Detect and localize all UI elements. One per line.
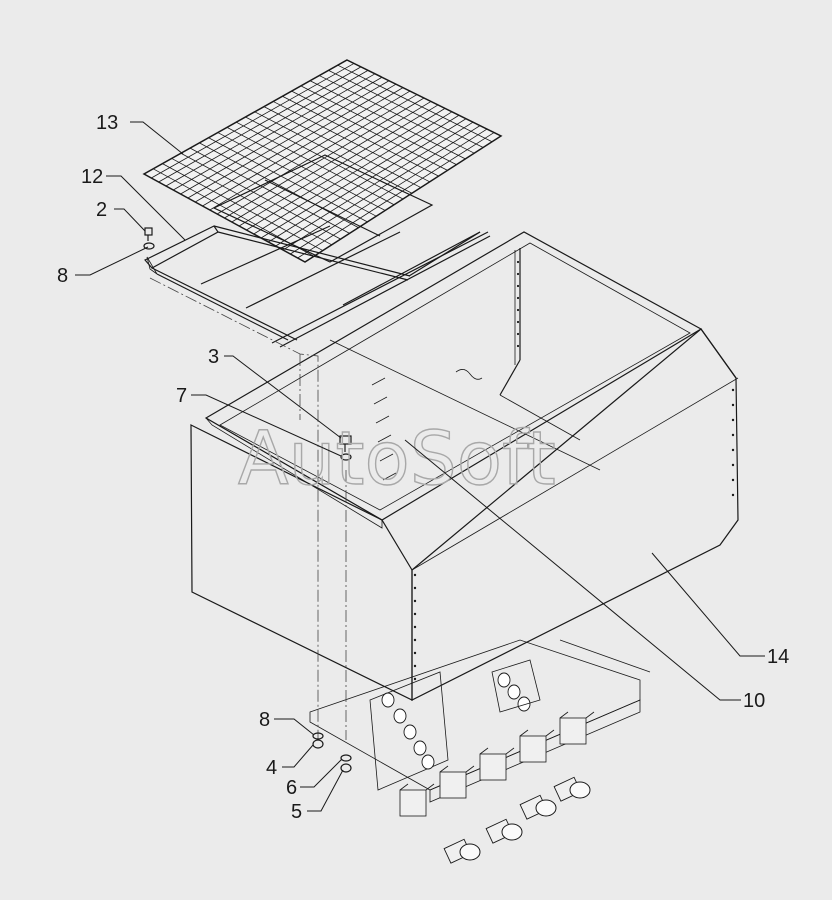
callout-8-top: 8	[57, 265, 68, 287]
mesh-grid-part	[142, 59, 503, 263]
bolt-2-icon	[144, 227, 153, 241]
callout-13: 13	[96, 112, 118, 134]
washer-8-bottom-icon	[312, 732, 324, 740]
callout-3: 3	[208, 346, 219, 368]
callout-14: 14	[767, 646, 789, 668]
washer-6-icon	[340, 754, 352, 762]
center-lines	[149, 277, 347, 740]
bolt-3-icon	[339, 435, 352, 452]
callout-7: 7	[176, 385, 187, 407]
callout-8-bottom: 8	[259, 709, 270, 731]
callout-10: 10	[743, 690, 765, 712]
callout-4: 4	[266, 757, 277, 779]
washer-7-icon	[340, 453, 352, 461]
nut-5-icon	[340, 763, 352, 773]
leader-lines	[75, 121, 765, 812]
callout-2: 2	[96, 199, 107, 221]
hopper-box-part	[190, 231, 739, 701]
watermark: AutoSoft	[238, 416, 556, 502]
support-frame-part	[144, 154, 491, 348]
washer-8-top-icon	[143, 242, 155, 250]
callout-6: 6	[286, 777, 297, 799]
callout-5: 5	[291, 801, 302, 823]
callout-12: 12	[81, 166, 103, 188]
nut-4-icon	[312, 739, 324, 749]
base-assembly-part	[309, 639, 651, 864]
